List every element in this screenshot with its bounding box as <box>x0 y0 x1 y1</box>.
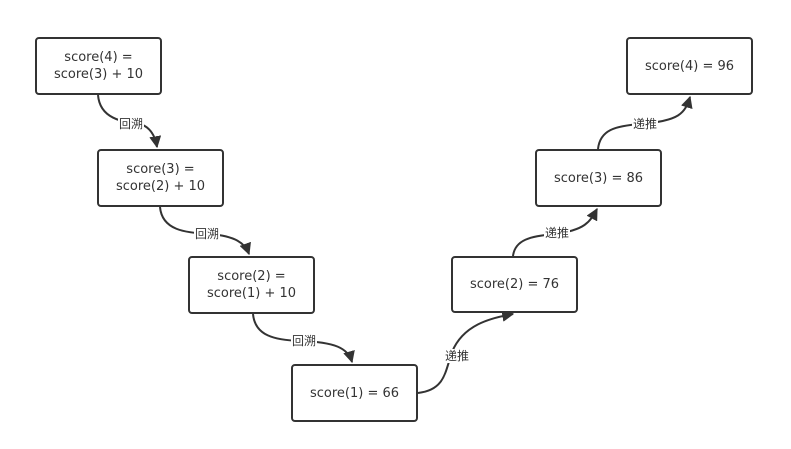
node-line: score(1) + 10 <box>206 286 297 301</box>
edge-label-recur: 递推 <box>543 226 571 240</box>
node-score2-backtrack: score(2) = score(1) + 10 <box>188 256 315 314</box>
node-line: score(4) = 96 <box>644 58 735 74</box>
node-score3-recur: score(3) = 86 <box>535 149 662 207</box>
node-line: score(2) = <box>217 269 286 284</box>
node-line: score(4) = <box>64 50 133 65</box>
node-line: score(2) + 10 <box>115 179 206 194</box>
edge-label-backtrack: 回溯 <box>117 117 145 131</box>
node-score3-backtrack: score(3) = score(2) + 10 <box>97 149 224 207</box>
edge-label-backtrack: 回溯 <box>290 334 318 348</box>
node-line: score(3) + 10 <box>53 67 144 82</box>
node-score4-recur: score(4) = 96 <box>626 37 753 95</box>
node-score4-backtrack: score(4) = score(3) + 10 <box>35 37 162 95</box>
node-score1-base: score(1) = 66 <box>291 364 418 422</box>
node-line: score(3) = <box>126 162 195 177</box>
node-score2-recur: score(2) = 76 <box>451 256 578 313</box>
edge-label-backtrack: 回溯 <box>193 227 221 241</box>
edge-label-recur: 递推 <box>631 117 659 131</box>
node-line: score(1) = 66 <box>309 385 400 401</box>
edge-label-recur: 递推 <box>443 349 471 363</box>
node-line: score(2) = 76 <box>469 277 560 292</box>
node-line: score(3) = 86 <box>553 170 644 186</box>
